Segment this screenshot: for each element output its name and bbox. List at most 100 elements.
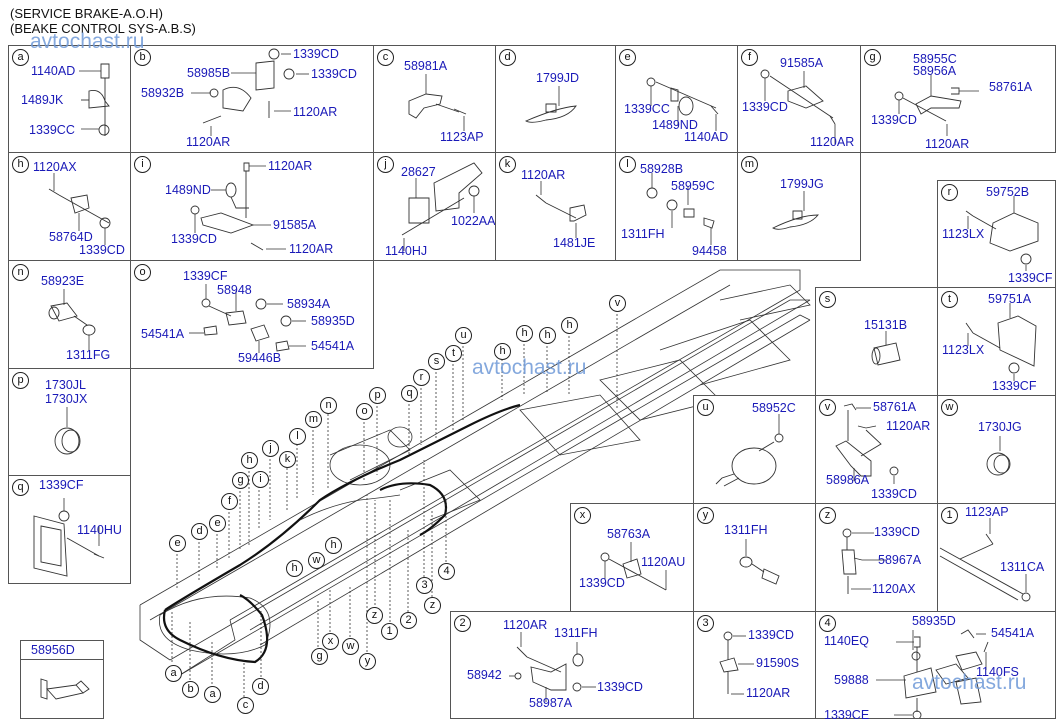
callout-4[interactable]: 4: [438, 563, 455, 580]
part-number[interactable]: 58932B: [141, 86, 185, 100]
panel-v[interactable]: v 58761A 1120AR 58986A 1339CD: [815, 395, 938, 504]
part-number[interactable]: 1140HU: [77, 523, 122, 537]
callout-n[interactable]: n: [320, 397, 337, 414]
part-number[interactable]: 1339CD: [171, 232, 217, 246]
callout-z[interactable]: z: [366, 607, 383, 624]
callout-3[interactable]: 3: [416, 577, 433, 594]
part-number[interactable]: 91590S: [756, 656, 800, 670]
part-number[interactable]: 28627: [401, 165, 436, 179]
part-number[interactable]: 59751A: [988, 292, 1032, 306]
part-number[interactable]: 54541A: [141, 327, 185, 341]
panel-f[interactable]: f 91585A 1339CD 1120AR: [737, 45, 861, 153]
part-number[interactable]: 1799JD: [536, 71, 580, 85]
part-number[interactable]: 1311FH: [554, 626, 598, 640]
part-number[interactable]: 58761A: [989, 80, 1033, 94]
part-number[interactable]: 58948: [217, 283, 252, 297]
callout-e[interactable]: e: [209, 515, 226, 532]
part-number[interactable]: 59446B: [238, 351, 282, 365]
callout-y[interactable]: y: [359, 653, 376, 670]
callout-h[interactable]: h: [325, 537, 342, 554]
panel-b[interactable]: b 1339CD 58985B 1339CD 58932B 1120AR 112…: [130, 45, 374, 153]
callout-w[interactable]: w: [342, 638, 359, 655]
panel-o[interactable]: o 1339CF 58948 58934A 58935D 54541A 5454…: [130, 260, 374, 369]
part-number[interactable]: 58959C: [671, 179, 715, 193]
part-number[interactable]: 1339CF: [39, 478, 84, 492]
part-number[interactable]: 1339CE: [824, 708, 870, 722]
callout-z[interactable]: z: [424, 597, 441, 614]
callout-h[interactable]: h: [494, 343, 511, 360]
callout-k[interactable]: k: [279, 451, 296, 468]
part-number[interactable]: 58763A: [607, 527, 651, 541]
part-number[interactable]: 1311CA: [1000, 560, 1045, 574]
panel-a[interactable]: a 1140AD 1489JK 1339CC: [8, 45, 131, 153]
panel-x[interactable]: x 58763A 1120AU 1339CD: [570, 503, 694, 612]
panel-e[interactable]: e 1339CC 1489ND 1140AD: [615, 45, 738, 153]
part-number[interactable]: 58928B: [640, 162, 684, 176]
part-number[interactable]: 1120AX: [33, 160, 77, 174]
part-number[interactable]: 1140AD: [31, 64, 76, 78]
part-number[interactable]: 1120AR: [503, 618, 548, 632]
part-number[interactable]: 1339CD: [79, 243, 125, 257]
part-number[interactable]: 1339CD: [293, 47, 339, 61]
callout-g[interactable]: g: [311, 648, 328, 665]
callout-v[interactable]: v: [609, 295, 626, 312]
part-number[interactable]: 1489ND: [165, 183, 211, 197]
part-number[interactable]: 54541A: [311, 339, 355, 353]
part-number[interactable]: 1339CF: [992, 379, 1037, 393]
panel-i[interactable]: i 1120AR 1489ND 91585A 1339CD 1120AR: [130, 152, 374, 261]
callout-e[interactable]: e: [169, 535, 186, 552]
part-number[interactable]: 58967A: [878, 553, 922, 567]
part-number[interactable]: 1022AA: [451, 214, 496, 228]
callout-a[interactable]: a: [204, 686, 221, 703]
part-number[interactable]: 1140EQ: [824, 634, 869, 648]
callout-i[interactable]: i: [252, 471, 269, 488]
part-number[interactable]: 1799JG: [780, 177, 824, 191]
part-number[interactable]: 1339CD: [597, 680, 643, 694]
panel-h[interactable]: h 1120AX 58764D 1339CD: [8, 152, 131, 261]
panel-3[interactable]: 3 1339CD 91590S 1120AR: [693, 611, 816, 719]
part-number[interactable]: 58956D: [31, 643, 75, 657]
callout-s[interactable]: s: [428, 353, 445, 370]
part-number[interactable]: 1339CD: [742, 100, 788, 114]
panel-m[interactable]: m 1799JG: [737, 152, 861, 261]
part-number[interactable]: 58934A: [287, 297, 331, 311]
part-number[interactable]: 1120AR: [810, 135, 855, 149]
callout-o[interactable]: o: [356, 403, 373, 420]
part-number[interactable]: 59752B: [986, 185, 1030, 199]
callout-a[interactable]: a: [165, 665, 182, 682]
callout-h[interactable]: h: [516, 325, 533, 342]
panel-w[interactable]: w 1730JG: [937, 395, 1056, 504]
part-number[interactable]: 1339CD: [874, 525, 920, 539]
part-number[interactable]: 1120AR: [746, 686, 791, 700]
part-number[interactable]: 1120AU: [641, 555, 686, 569]
panel-q[interactable]: q 1339CF 1140HU: [8, 475, 131, 584]
part-number[interactable]: 1489ND: [652, 118, 698, 132]
part-number[interactable]: 91585A: [273, 218, 317, 232]
part-number[interactable]: 58955C: [913, 52, 957, 66]
part-number[interactable]: 58764D: [49, 230, 93, 244]
panel-y[interactable]: y 1311FH: [693, 503, 816, 612]
part-number[interactable]: 58981A: [404, 59, 448, 73]
panel-s[interactable]: s 15131B: [815, 287, 938, 396]
part-number[interactable]: 1123AP: [965, 505, 1009, 519]
panel-g[interactable]: g 58955C 58956A 58761A 1339CD 1120AR: [860, 45, 1056, 153]
part-number[interactable]: 1120AR: [925, 137, 970, 151]
part-number[interactable]: 1339CC: [29, 123, 75, 137]
part-number[interactable]: 1120AR: [521, 168, 566, 182]
part-number[interactable]: 1730JL: [45, 378, 87, 392]
panel-p[interactable]: p 1730JL 1730JX: [8, 368, 131, 476]
callout-g[interactable]: g: [232, 472, 249, 489]
panel-4[interactable]: 4 58935D 1140EQ 54541A 59888 1140FS 1339…: [815, 611, 1056, 722]
part-number[interactable]: 58956A: [913, 64, 957, 78]
callout-r[interactable]: r: [413, 369, 430, 386]
part-number[interactable]: 58952C: [752, 401, 796, 415]
part-number[interactable]: 94458: [692, 244, 727, 258]
part-number[interactable]: 58935D: [912, 614, 956, 628]
standalone-part-58956D[interactable]: 58956D: [20, 640, 104, 719]
part-number[interactable]: 1339CD: [871, 113, 917, 127]
part-number[interactable]: 1120AX: [872, 582, 916, 596]
part-number[interactable]: 1140HJ: [385, 244, 428, 258]
callout-h[interactable]: h: [561, 317, 578, 334]
part-number[interactable]: 1339CD: [311, 67, 357, 81]
part-number[interactable]: 1339CC: [624, 102, 670, 116]
